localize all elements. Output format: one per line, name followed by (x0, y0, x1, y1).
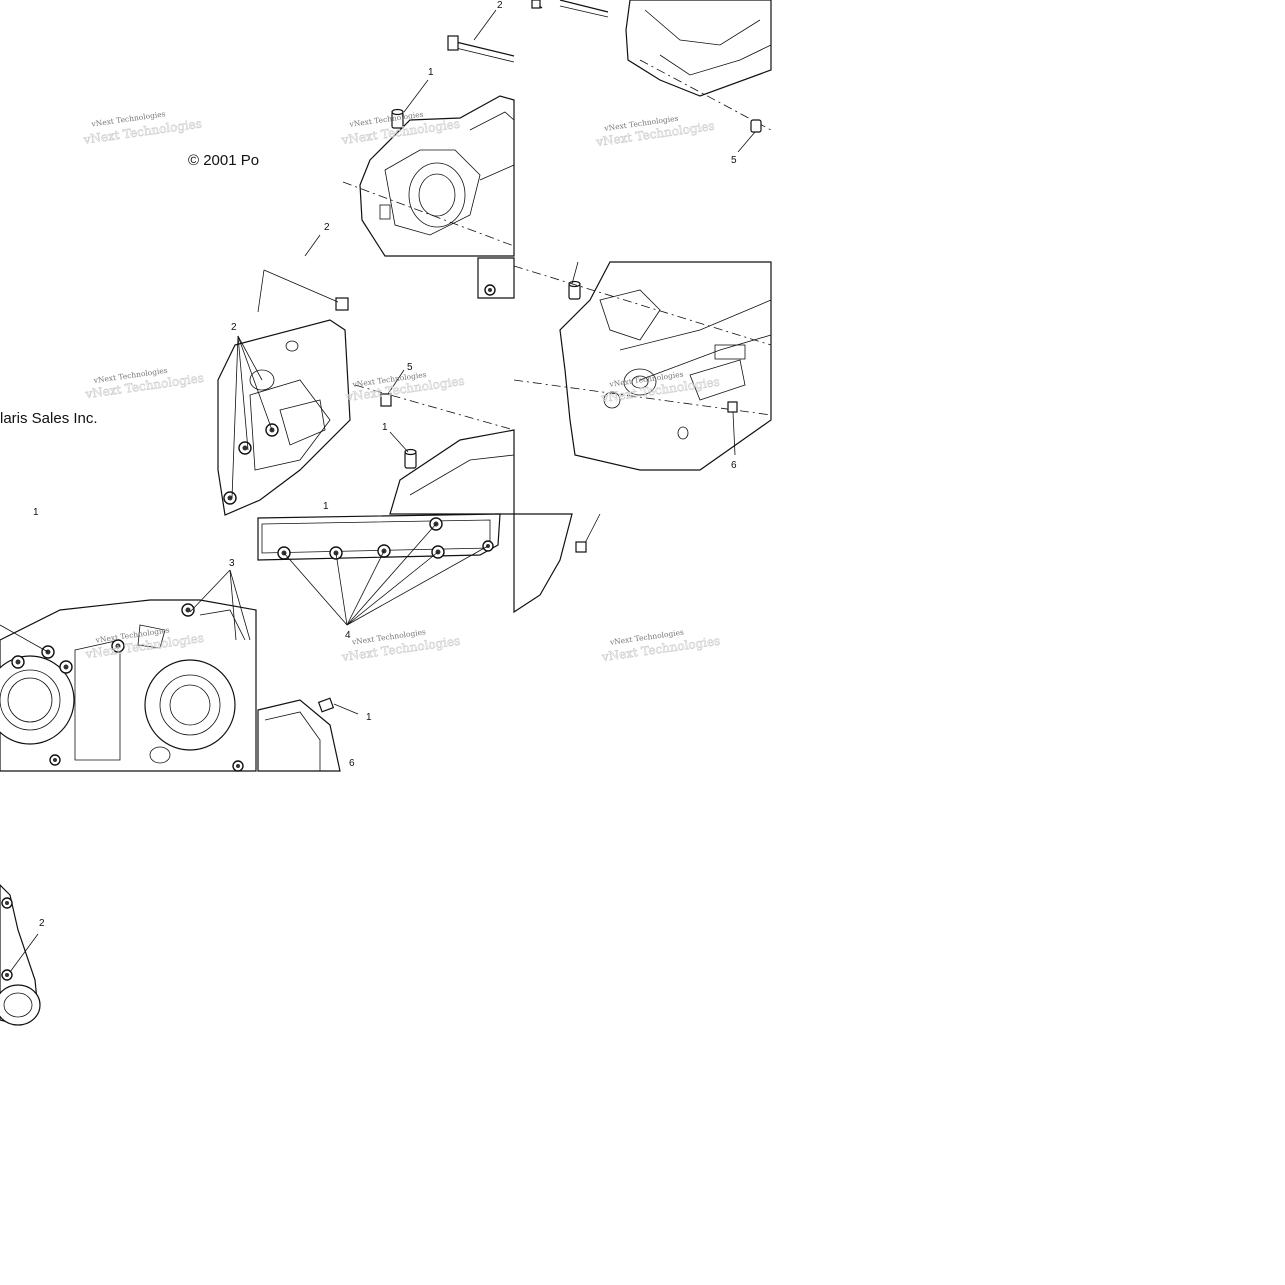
watermark: vNext Technologies vNext Technologies (594, 114, 716, 150)
watermark: vNext Technologies vNext Technologies (83, 366, 205, 402)
callout-1: 1 (33, 507, 39, 518)
callout-2: 2 (497, 0, 503, 11)
watermark: vNext Technologies vNext Technologies (81, 109, 203, 147)
long-stud-icon (447, 35, 515, 63)
tile-upper-right-case (531, 0, 772, 153)
watermark: vNext Technologies vNext Technologies (344, 370, 466, 405)
dowel-pin-icon (568, 280, 581, 300)
crankcase-main-body (559, 261, 772, 471)
callout-4: 4 (345, 630, 351, 641)
stud-icon (317, 697, 335, 713)
tile-upper-crankcase (342, 9, 515, 257)
dowel-pin-icon (404, 448, 417, 469)
tile-gasket-bolts (257, 513, 501, 772)
crankcase-upper-body (359, 95, 515, 257)
callout-1: 1 (323, 501, 329, 512)
stud-icon (727, 401, 738, 413)
tile-rear-cover (0, 569, 257, 772)
callout-5: 5 (407, 362, 413, 373)
callout-5: 5 (731, 155, 737, 166)
dowel-pin-icon (391, 108, 404, 129)
dowel-pin-icon (750, 119, 762, 133)
callout-2: 2 (39, 918, 45, 929)
case-cover-half (217, 319, 351, 516)
tile-main-case (513, 261, 772, 614)
tile-small-cover (0, 884, 41, 1026)
callout-6: 6 (349, 758, 355, 769)
crankcase-right-body (625, 0, 772, 97)
callout-1: 1 (382, 422, 388, 433)
callout-1: 1 (366, 712, 372, 723)
callout-6: 6 (731, 460, 737, 471)
callout-2: 2 (231, 322, 237, 333)
stud-icon (335, 297, 349, 311)
callout-3: 3 (229, 558, 235, 569)
watermark: vNext Technologies vNext Technologies (600, 628, 722, 665)
watermark: vNext Technologies vNext Technologies (340, 627, 462, 664)
copyright-fragment-top: © 2001 Po (188, 152, 259, 169)
copyright-fragment-left: laris Sales Inc. (0, 410, 98, 427)
callout-1: 1 (428, 67, 434, 78)
tile-front-case (217, 234, 515, 516)
callout-2: 2 (324, 222, 330, 233)
stud-icon (575, 541, 587, 553)
